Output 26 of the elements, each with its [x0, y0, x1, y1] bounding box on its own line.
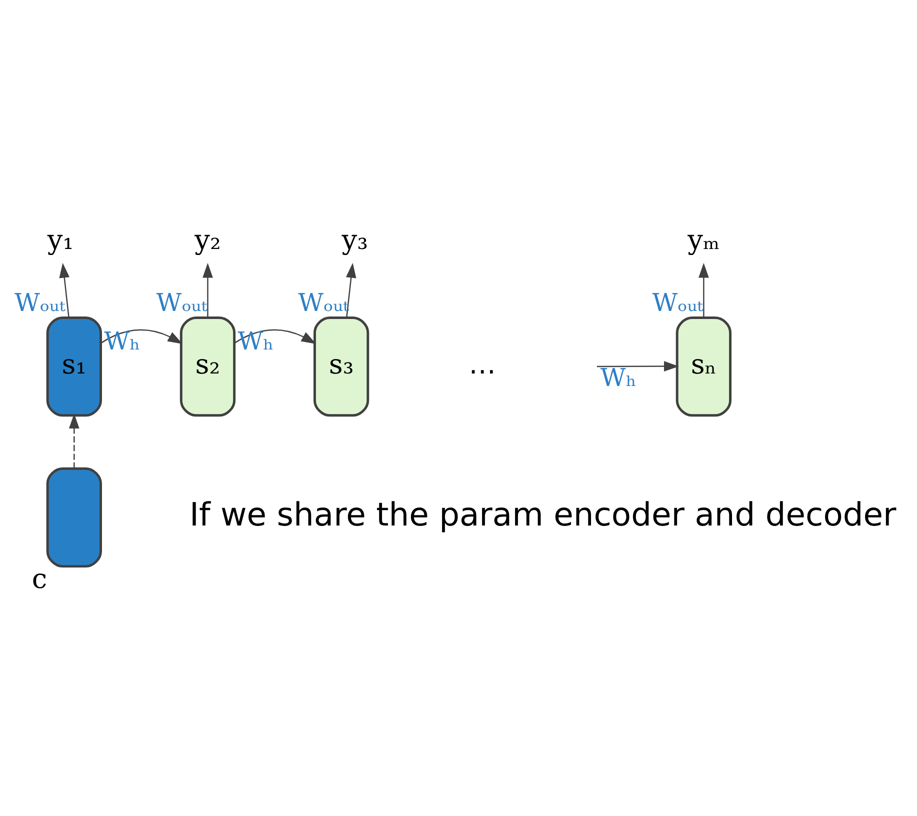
arrow	[698, 262, 708, 318]
node-box: s₂	[179, 316, 236, 417]
arrow	[596, 361, 678, 372]
edge-label: Wₕ	[104, 326, 140, 356]
edge-label: Wₒᵤₜ	[156, 288, 207, 318]
node-text: yₘ	[687, 225, 720, 256]
node-text: y₁	[46, 225, 74, 256]
node-box: sₙ	[675, 316, 732, 417]
arrow	[234, 329, 316, 344]
node-box	[46, 467, 102, 568]
node-text: y₂	[194, 225, 220, 256]
arrow	[345, 262, 356, 318]
label: …	[468, 349, 496, 380]
edge-label: Wₕ	[600, 363, 636, 392]
node-label: c	[31, 564, 47, 596]
arrow	[202, 262, 212, 318]
node-box: s₃	[312, 316, 369, 417]
edge-label: Wₒᵤₜ	[652, 288, 703, 318]
arrow	[100, 329, 182, 344]
edge-label: Wₒᵤₜ	[14, 288, 65, 318]
arrow	[58, 262, 70, 318]
arrow	[68, 414, 79, 468]
edge-label: Wₕ	[237, 326, 274, 356]
label: If we share the param encoder and decoder	[189, 495, 896, 534]
node-text: y₃	[341, 225, 368, 256]
node-box: s₁	[46, 316, 102, 417]
